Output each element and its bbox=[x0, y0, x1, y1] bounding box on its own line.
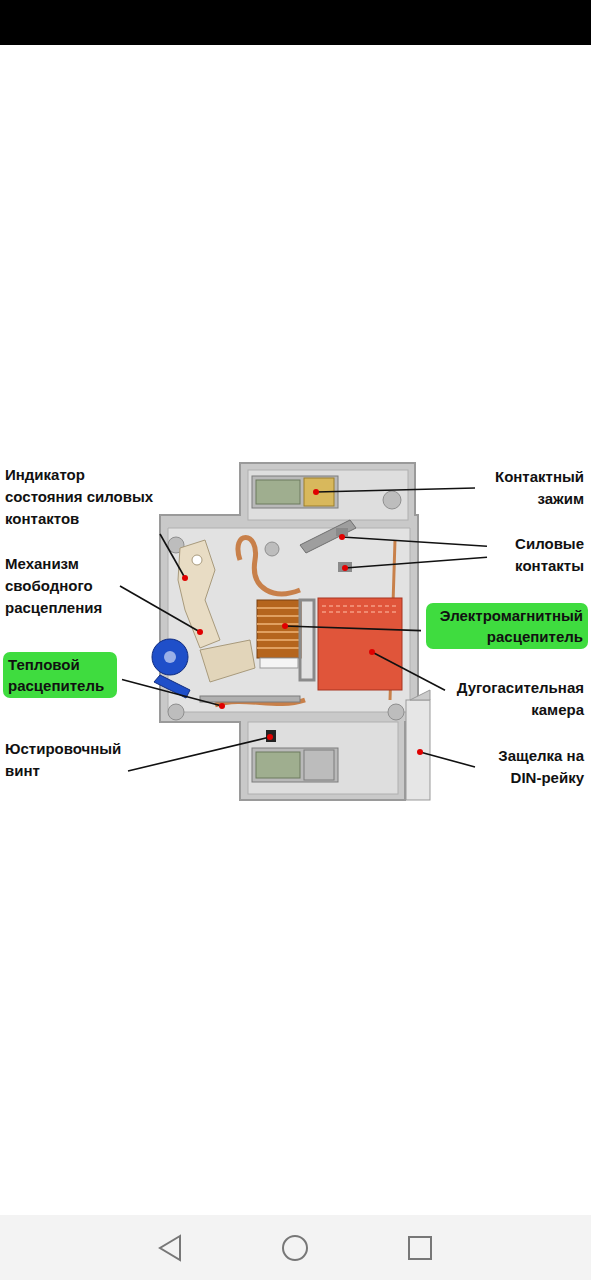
leader-line bbox=[345, 557, 487, 568]
illustration-part bbox=[256, 752, 300, 778]
illustration-part bbox=[388, 704, 404, 720]
leader-line bbox=[316, 488, 475, 492]
din-latch bbox=[406, 690, 430, 800]
part-name: Тепловой расцепитель bbox=[8, 654, 112, 696]
illustration-part bbox=[322, 606, 398, 612]
part-label: Защелка на DIN-рейку bbox=[480, 745, 584, 789]
illustration-part bbox=[160, 463, 418, 800]
part-label: Силовые контакты bbox=[492, 533, 584, 577]
illustration-part bbox=[168, 528, 410, 712]
illustration-part bbox=[318, 598, 402, 690]
illustration-part bbox=[238, 538, 300, 594]
illustration-part bbox=[152, 639, 188, 675]
illustration-part bbox=[248, 722, 398, 794]
leader-line bbox=[342, 537, 487, 546]
marker-dot bbox=[267, 734, 273, 740]
marker-dot bbox=[417, 749, 423, 755]
leader-line bbox=[128, 737, 270, 771]
highlight-box: Электромагнитный расцепитель bbox=[426, 603, 588, 649]
illustration-part bbox=[200, 640, 255, 682]
thermal-bimetal bbox=[200, 696, 300, 702]
illustration-part bbox=[266, 730, 276, 742]
marker-dot bbox=[313, 489, 319, 495]
part-name: Электромагнитный расцепитель bbox=[431, 605, 583, 647]
status-bar bbox=[0, 0, 591, 45]
power-contacts bbox=[300, 520, 356, 572]
illustration-part bbox=[257, 600, 301, 658]
illustration-part bbox=[410, 690, 430, 700]
leader-line bbox=[120, 586, 200, 632]
arc-chamber bbox=[318, 598, 402, 690]
part-label: Юстировочный винт bbox=[5, 738, 123, 782]
marker-dot bbox=[182, 575, 188, 581]
part-label: Контактный зажим bbox=[480, 466, 584, 510]
illustration-part bbox=[178, 540, 220, 648]
leader-line bbox=[285, 626, 421, 631]
illustration-part bbox=[248, 470, 408, 520]
marker-dot bbox=[342, 565, 348, 571]
illustration-part bbox=[304, 750, 334, 780]
illustration-part bbox=[283, 1236, 307, 1260]
illustration-part bbox=[154, 675, 190, 698]
part-name: Контактный зажим bbox=[480, 466, 584, 510]
illustration-part bbox=[200, 696, 300, 702]
illustration-part bbox=[300, 600, 314, 680]
marker-dot bbox=[197, 629, 203, 635]
leader-line bbox=[122, 680, 222, 706]
nav-bar bbox=[0, 1215, 591, 1280]
solenoid-coil bbox=[257, 600, 314, 680]
part-label: Механизм свободного расцепления bbox=[5, 553, 115, 619]
part-name: Дугогасительная камера bbox=[450, 677, 584, 721]
leader-line bbox=[372, 652, 445, 690]
breaker-housing bbox=[160, 463, 418, 800]
illustration-part bbox=[300, 520, 356, 553]
marker-dot bbox=[339, 534, 345, 540]
illustration-part bbox=[260, 658, 298, 668]
illustration-part bbox=[257, 608, 301, 648]
part-name: Силовые контакты bbox=[492, 533, 584, 577]
leader-line bbox=[420, 752, 475, 767]
part-label: Индикатор состояния силовых контактов bbox=[5, 464, 155, 530]
part-name: Юстировочный винт bbox=[5, 738, 123, 782]
part-name: Защелка на DIN-рейку bbox=[480, 745, 584, 789]
illustration-part bbox=[409, 1237, 431, 1259]
part-name: Механизм свободного расцепления bbox=[5, 553, 115, 619]
marker-dot bbox=[219, 703, 225, 709]
leader-line bbox=[160, 534, 185, 578]
illustration-part bbox=[192, 555, 202, 565]
part-label: Дугогасительная камера bbox=[450, 677, 584, 721]
illustration-part bbox=[252, 748, 338, 782]
illustration-part bbox=[0, 1215, 591, 1280]
highlight-box: Тепловой расцепитель bbox=[3, 652, 117, 698]
release-mechanism bbox=[178, 540, 255, 682]
part-name: Индикатор состояния силовых контактов bbox=[5, 464, 155, 530]
illustration-part bbox=[406, 700, 430, 800]
illustration-part bbox=[256, 480, 300, 504]
illustration-part bbox=[168, 704, 184, 720]
marker-dot bbox=[369, 649, 375, 655]
illustration-part bbox=[160, 1236, 180, 1260]
illustration-part bbox=[164, 651, 176, 663]
marker-dot bbox=[282, 623, 288, 629]
illustration-part bbox=[383, 491, 401, 509]
illustration-part bbox=[265, 542, 279, 556]
